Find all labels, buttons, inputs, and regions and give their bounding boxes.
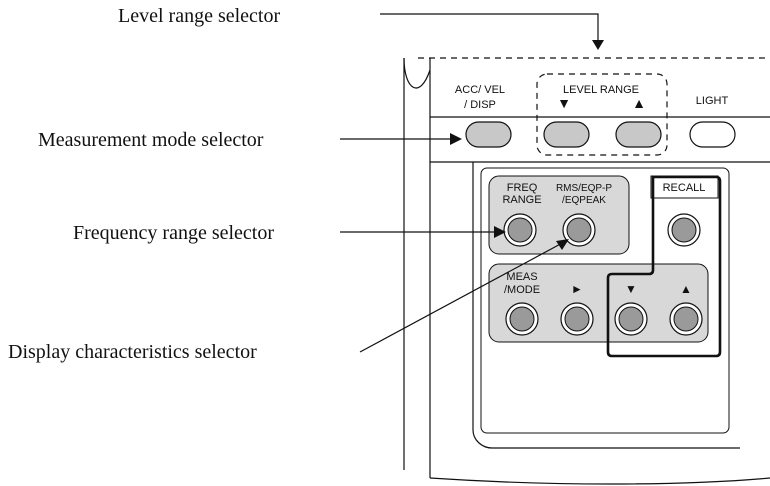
level-range-group-outline — [536, 73, 668, 156]
light-button[interactable] — [689, 121, 736, 148]
callout-lines — [340, 13, 604, 353]
rms-peak-button-cap — [566, 217, 592, 243]
meas-label-1: MEAS — [506, 271, 537, 283]
level-up-indicator: ▲ — [632, 95, 646, 111]
meas-label-2: /MODE — [504, 284, 540, 296]
play-button-cap — [564, 306, 590, 332]
level-range-label: LEVEL RANGE — [563, 84, 639, 96]
light-label: LIGHT — [696, 95, 729, 107]
level-range-down-button[interactable] — [543, 121, 590, 148]
freq-range-button-cap — [507, 217, 533, 243]
acc-vel-label-2: / DISP — [464, 99, 496, 111]
acc-vel-label-1: ACC/ VEL — [455, 84, 505, 96]
down-button-cap — [618, 306, 644, 332]
down-arrow-icon: ▼ — [625, 282, 637, 296]
level-down-indicator: ▼ — [557, 95, 571, 111]
up-arrow-icon: ▲ — [680, 282, 692, 296]
level-range-up-button[interactable] — [615, 121, 662, 148]
freq-label-1: FREQ — [507, 182, 538, 194]
recall-bracket-outline — [606, 175, 722, 358]
meas-group — [488, 263, 709, 343]
recall-button-cap — [671, 217, 697, 243]
recall-label: RECALL — [663, 182, 706, 194]
device-body — [403, 57, 770, 485]
measurement-mode-selector-label: Measurement mode selector — [38, 129, 264, 151]
up-button-cap — [673, 306, 699, 332]
play-arrow-icon: ► — [571, 282, 583, 296]
freq-label-2: RANGE — [502, 194, 541, 206]
acc-vel-disp-button[interactable] — [465, 121, 512, 148]
rms-label-2: /EQPEAK — [562, 195, 606, 206]
display-characteristics-selector-label: Display characteristics selector — [8, 341, 257, 363]
frequency-range-selector-label: Frequency range selector — [73, 222, 274, 244]
level-range-selector-label: Level range selector — [118, 5, 280, 27]
meas-mode-button-cap — [509, 306, 535, 332]
rms-label-1: RMS/EQP-P — [556, 183, 612, 194]
lower-panel-outline — [480, 167, 730, 434]
